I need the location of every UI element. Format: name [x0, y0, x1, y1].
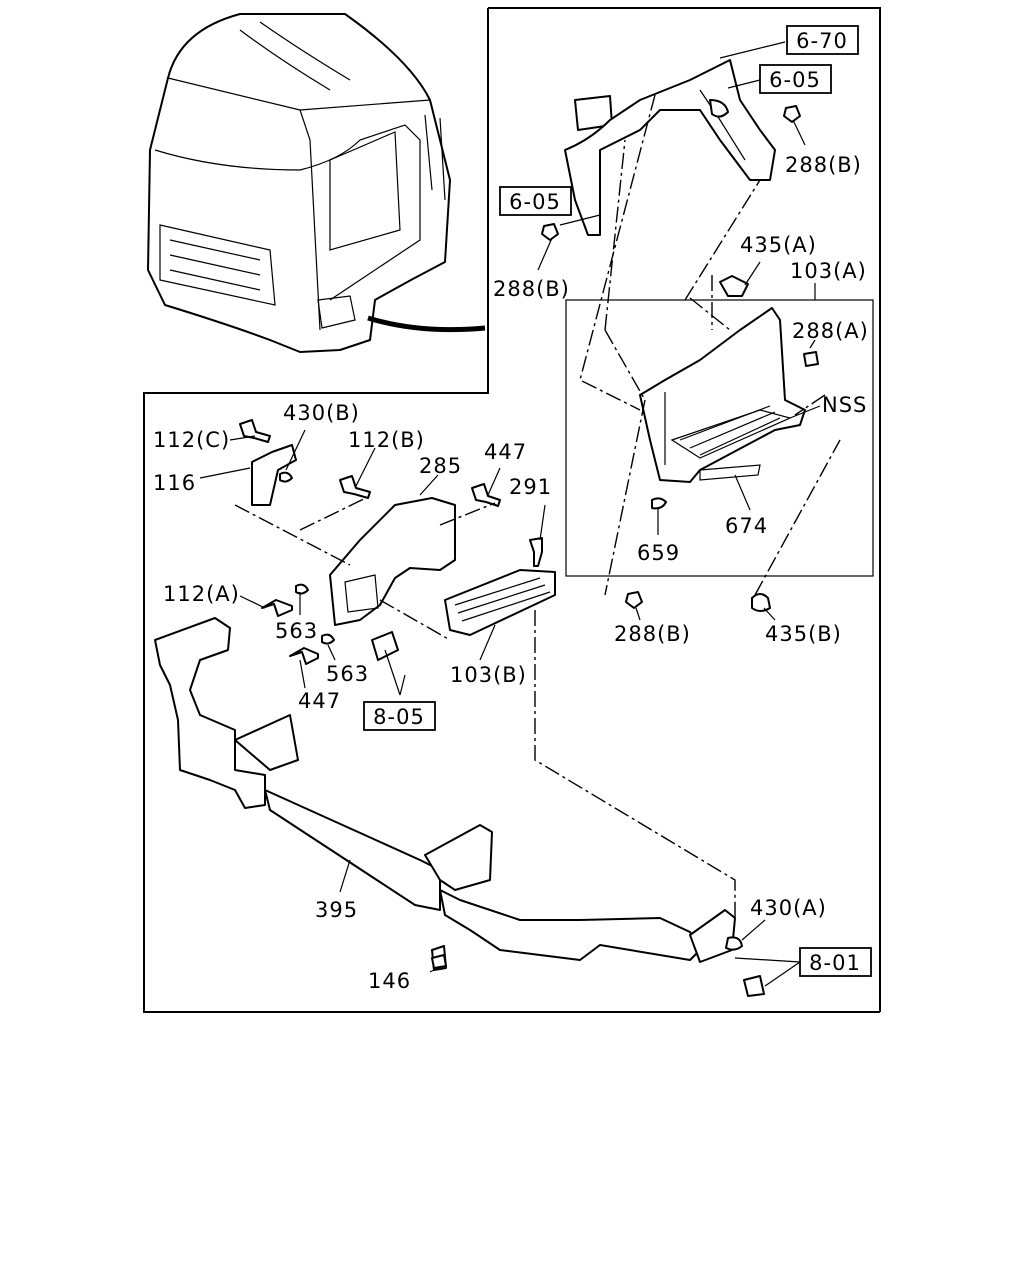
- label-288a: 288(A): [792, 319, 869, 343]
- label-435a: 435(A): [740, 233, 817, 257]
- label-291: 291: [509, 475, 552, 499]
- step-103b-grate: [454, 577, 551, 622]
- label-563-b: 563: [326, 662, 369, 686]
- callout-box-605-top: [759, 64, 832, 94]
- label-103b: 103(B): [450, 663, 527, 687]
- label-395: 395: [315, 898, 358, 922]
- label-288b-left: 288(B): [493, 277, 570, 301]
- step-carrier-assembly: [154, 617, 765, 997]
- step-103b: [444, 569, 556, 636]
- label-435b: 435(B): [765, 622, 842, 646]
- callout-605-top: 6-05: [769, 68, 821, 92]
- callout-605-left: 6-05: [509, 190, 561, 214]
- bracket-285: [329, 497, 456, 626]
- label-116: 116: [153, 471, 196, 495]
- bolt-447-bottom: [289, 647, 319, 665]
- label-430a: 430(A): [750, 896, 827, 920]
- label-447-top: 447: [484, 440, 527, 464]
- bolt-291: [529, 537, 543, 567]
- callout-box-670: [786, 25, 859, 55]
- label-430b: 430(B): [283, 401, 360, 425]
- bolt-146: [431, 954, 447, 969]
- step-detail-box: [565, 299, 874, 577]
- washer-563b: [321, 633, 335, 645]
- label-285: 285: [419, 454, 462, 478]
- leader-lines: [199, 41, 821, 987]
- callout-box-801: [799, 947, 872, 977]
- bracket-116: [251, 444, 297, 506]
- nut-288b-top: [783, 105, 801, 123]
- label-288b-top: 288(B): [785, 153, 862, 177]
- label-659: 659: [637, 541, 680, 565]
- washer-430b: [279, 471, 293, 483]
- assembly-dashed-lines: [234, 94, 841, 920]
- bolt-112b: [339, 475, 371, 499]
- nut-288b-bottom: [625, 591, 643, 609]
- label-103a: 103(A): [790, 259, 867, 283]
- callout-box-605-left: [499, 186, 572, 216]
- truck-cab-illustration: [147, 13, 486, 353]
- label-112b: 112(B): [348, 428, 425, 452]
- label-112c: 112(C): [153, 428, 230, 452]
- label-288b-bottom: 288(B): [614, 622, 691, 646]
- upper-mount-brackets: [564, 59, 776, 236]
- label-674: 674: [725, 514, 768, 538]
- callout-805: 8-05: [373, 705, 425, 729]
- label-146: 146: [368, 969, 411, 993]
- label-563-a: 563: [275, 619, 318, 643]
- callout-670: 6-70: [796, 29, 848, 53]
- upper-right-frame: [488, 7, 881, 1012]
- bracket-285-inner: [344, 574, 379, 613]
- callout-801: 8-01: [809, 951, 861, 975]
- label-nss: NSS: [822, 393, 867, 417]
- step-103a: [639, 275, 819, 510]
- bolt-112a: [261, 599, 293, 617]
- bolt-112c: [239, 419, 271, 443]
- bolt-435b: [751, 593, 771, 612]
- callout-box-805: [363, 701, 436, 731]
- washer-563a: [295, 583, 309, 595]
- label-112a: 112(A): [163, 582, 240, 606]
- nut-288b-left: [541, 223, 559, 241]
- upper-divider-frame: [143, 8, 880, 1013]
- label-447-bottom: 447: [298, 689, 341, 713]
- bolt-447-top: [471, 483, 501, 507]
- plate-805: [371, 631, 399, 661]
